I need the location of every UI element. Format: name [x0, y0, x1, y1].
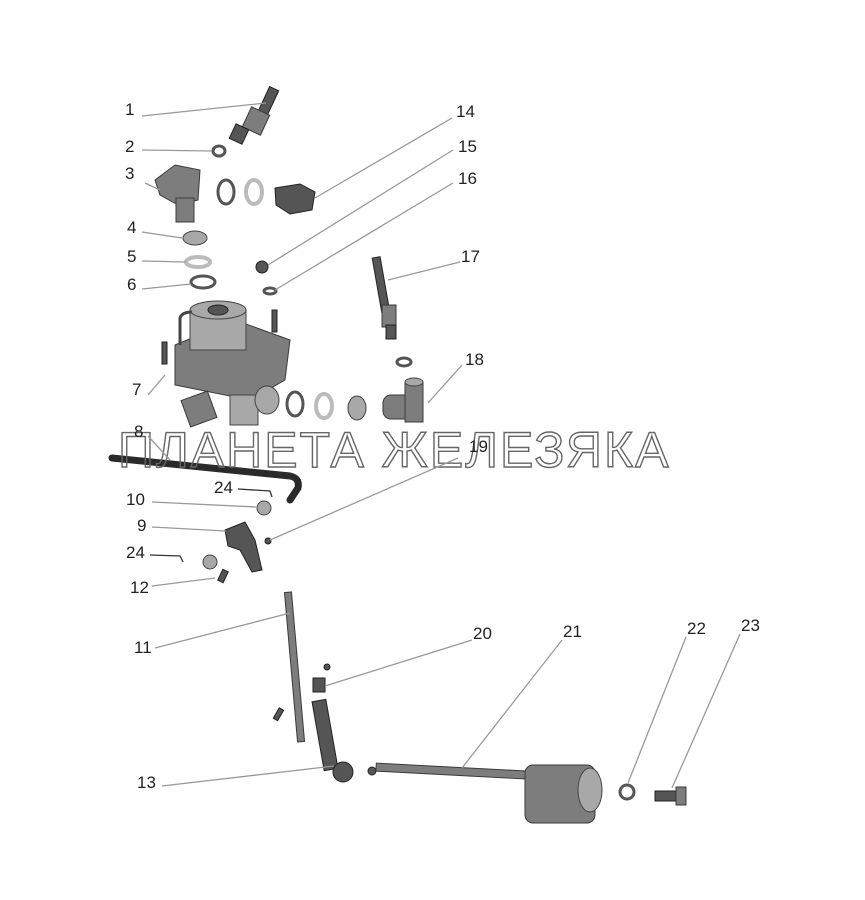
part-2-ring — [211, 144, 227, 158]
callout-21: 21 — [563, 622, 582, 641]
washer — [202, 554, 218, 570]
callouts: 1 2 3 4 5 6 7 8 9 10 11 12 13 14 15 16 1… — [125, 100, 760, 792]
leader-lines — [141, 102, 741, 789]
part-17-valve-stem — [371, 256, 397, 340]
callout-24: 24 — [214, 478, 233, 497]
callout-19: 19 — [469, 437, 488, 456]
callout-11: 11 — [134, 638, 152, 657]
callout-13: 13 — [137, 773, 156, 792]
callout-23: 23 — [741, 616, 760, 635]
part-23-bolt — [654, 786, 687, 806]
part-20-clip — [312, 677, 326, 693]
part-9-lever-clamp — [224, 521, 263, 573]
part-13-lever — [311, 698, 354, 783]
callout-24: 24 — [126, 543, 145, 562]
callout-3: 3 — [125, 164, 134, 183]
callout-10: 10 — [126, 490, 145, 509]
part-5-ring — [184, 255, 212, 269]
bolt — [272, 707, 285, 722]
part-21-actuator — [367, 762, 603, 824]
callout-14: 14 — [456, 102, 475, 121]
callout-5: 5 — [127, 247, 136, 266]
callout-16: 16 — [458, 169, 477, 188]
callout-4: 4 — [127, 218, 136, 237]
part-7-valve-body — [161, 300, 291, 428]
part-12-bolt — [217, 568, 229, 584]
part-6-ring — [189, 274, 217, 290]
part-3-elbow-fitting — [154, 164, 201, 223]
ring — [347, 395, 367, 421]
part-19-ball — [264, 537, 272, 545]
callout-18: 18 — [465, 350, 484, 369]
callout-6: 6 — [127, 275, 136, 294]
part-4-nut — [182, 230, 208, 246]
callout-8: 8 — [134, 422, 143, 441]
part-24-pin — [149, 554, 184, 563]
callout-2: 2 — [125, 137, 134, 156]
part-15-nut — [255, 260, 269, 274]
watermark: ПЛАНЕТА ЖЕЛЕЗЯКА — [118, 422, 670, 478]
part-14-fitting — [274, 183, 316, 215]
ring — [395, 356, 413, 368]
callout-1: 1 — [125, 100, 134, 119]
callout-22: 22 — [687, 619, 706, 638]
part-8-rod — [108, 454, 302, 504]
part-11-rod — [283, 591, 306, 743]
nut — [323, 663, 331, 671]
part-10-washer — [256, 500, 272, 516]
callout-20: 20 — [473, 624, 492, 643]
ring — [244, 178, 264, 206]
part-22-washer — [618, 783, 636, 801]
callout-15: 15 — [458, 137, 477, 156]
callout-9: 9 — [137, 516, 146, 535]
callout-12: 12 — [130, 578, 149, 597]
part-1-fitting — [228, 85, 280, 145]
ring — [285, 390, 305, 418]
ring — [314, 392, 334, 420]
part-24-pin — [237, 488, 273, 498]
part-18-tee-fitting — [382, 377, 424, 423]
ring — [216, 178, 236, 206]
callout-7: 7 — [132, 380, 141, 399]
callout-17: 17 — [461, 247, 480, 266]
part-16-ring — [262, 286, 278, 296]
